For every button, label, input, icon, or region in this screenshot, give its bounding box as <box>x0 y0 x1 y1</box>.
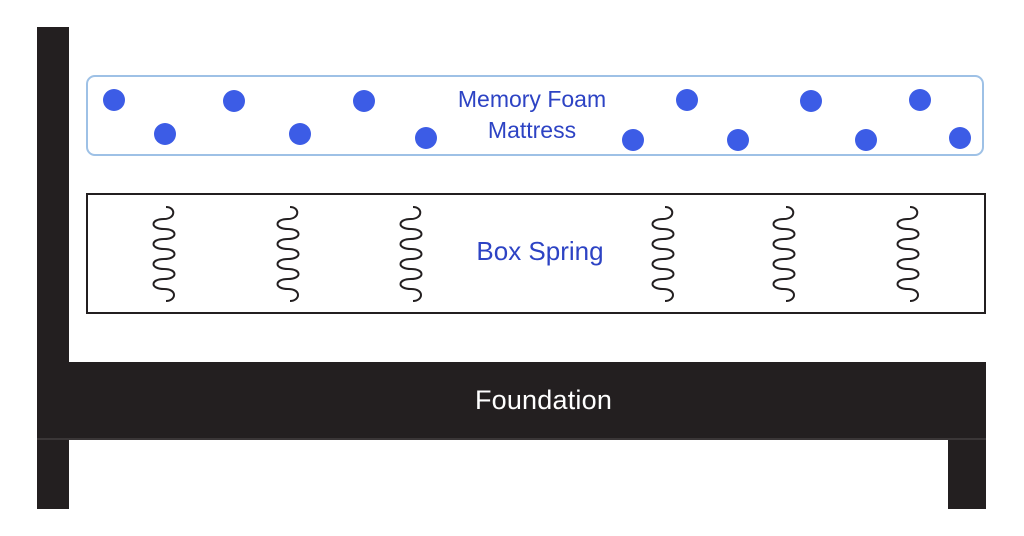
spring-coil-icon <box>399 206 423 302</box>
foam-dot <box>353 90 375 112</box>
box-spring <box>86 193 986 314</box>
spring-coil-icon <box>276 206 300 302</box>
foam-dot <box>909 89 931 111</box>
box-spring-label: Box Spring <box>476 236 604 266</box>
bed-leg-left <box>37 440 69 509</box>
foam-dot <box>103 89 125 111</box>
foam-dot <box>727 129 749 151</box>
foam-dot <box>289 123 311 145</box>
spring-coil-icon <box>651 206 675 302</box>
mattress-label: Memory Foam Mattress <box>450 84 614 146</box>
foundation-label: Foundation <box>474 384 613 415</box>
foam-dot <box>415 127 437 149</box>
foam-dot <box>622 129 644 151</box>
foam-dot <box>676 89 698 111</box>
foam-dot <box>855 129 877 151</box>
bed-leg-right <box>948 440 986 509</box>
spring-coil-icon <box>896 206 920 302</box>
mattress-label-line2: Mattress <box>487 117 577 143</box>
foam-dot <box>949 127 971 149</box>
memory-foam-mattress <box>86 75 984 156</box>
spring-coil-icon <box>772 206 796 302</box>
foam-dot <box>223 90 245 112</box>
foundation: Foundation <box>37 362 986 440</box>
foam-dot <box>154 123 176 145</box>
spring-coil-icon <box>152 206 176 302</box>
foam-dot <box>800 90 822 112</box>
mattress-label-line1: Memory Foam <box>457 86 607 112</box>
